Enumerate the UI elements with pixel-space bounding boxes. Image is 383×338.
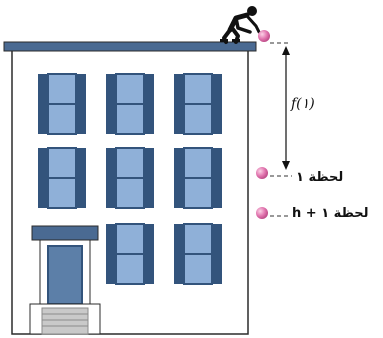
ball-icon [258,30,270,42]
moment-2-label: لحظة ١ + h [292,206,368,221]
window [38,74,86,134]
pushing-person-icon [220,6,259,42]
roof [4,42,256,51]
window [38,148,86,208]
distance-label: f(١) [291,96,315,112]
window [106,74,154,134]
entrance-steps [30,304,100,334]
ball-icon [256,167,268,179]
window [174,224,222,284]
ball-icon [256,207,268,219]
window [106,148,154,208]
entrance [32,226,98,304]
window [106,224,154,284]
distance-arrow [282,46,290,170]
window [174,148,222,208]
window [174,74,222,134]
moment-1-label: لحظة ١ [296,170,343,185]
